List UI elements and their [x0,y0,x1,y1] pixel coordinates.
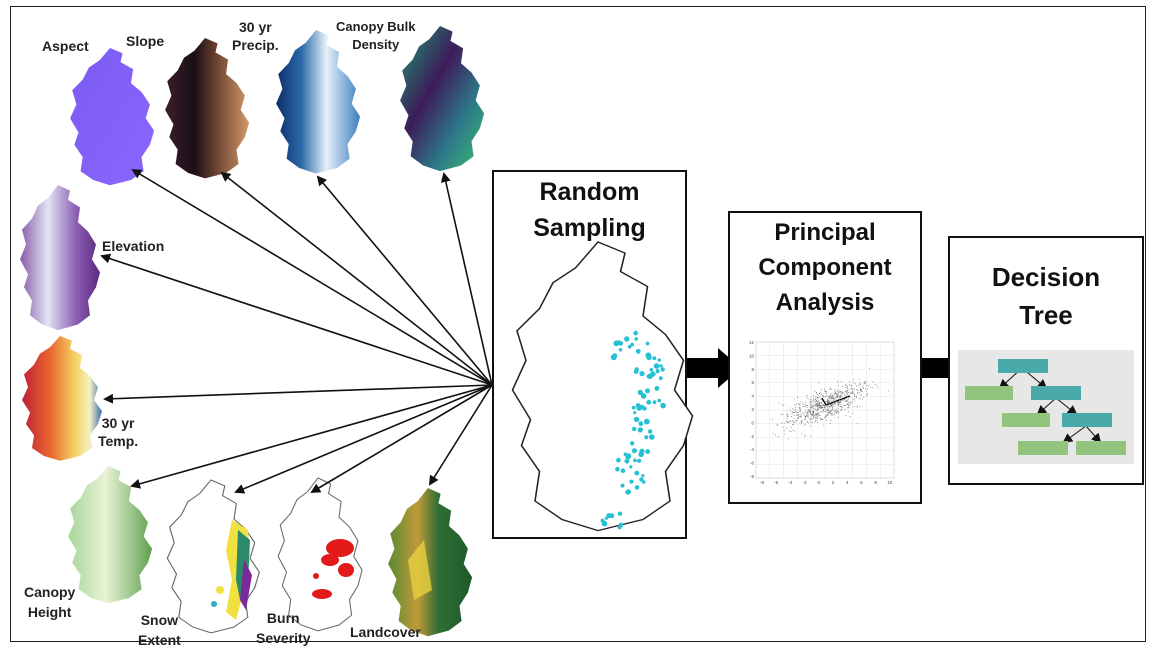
arrow-to-elevation [100,253,493,386]
label-canopy-bulk-density: Canopy Bulk Density [336,19,416,52]
arrow-to-canopy-height [130,384,493,489]
label-canopy-height: Canopy Height [24,584,76,620]
label-slope: Slope [126,33,165,49]
label-burn-severity: Burn Severity [256,610,311,646]
arrow-to-precip [316,175,493,386]
label-temp: 30 yr Temp. [98,415,139,449]
slope-map [165,38,250,179]
landcover-map [388,488,473,637]
label-landcover: Landcover [350,624,421,640]
figure-frame [10,6,1146,642]
arrow-to-slope [220,171,493,386]
arrow-to-temp [103,384,493,404]
random-sampling-box: Random Sampling [492,170,687,539]
arrow-sampling-to-pca [687,348,741,388]
decision-tree-box: Decision Tree [948,236,1144,485]
aspect-map [70,48,155,186]
label-snow-extent: Snow Extent [138,612,181,648]
decision-tree-title: Decision Tree [991,262,1101,330]
label-precip: 30 yr Precip. [232,19,279,53]
elevation-map [20,185,100,331]
arrow-to-snow [234,384,493,494]
arrows-to-maps [100,168,493,494]
snow-extent-map [166,479,260,634]
arrow-to-aspect [131,168,493,386]
pca-box: Principal Component Analysis [728,211,922,504]
temperature-map [22,336,102,461]
pca-title: Principal Component Analysis [758,219,892,316]
arrow-to-burn [310,384,493,494]
random-sampling-title: Random Sampling [533,178,646,242]
label-elevation: Elevation [102,238,165,254]
arrow-to-landcover [428,384,493,486]
burn-severity-map [277,477,363,632]
canopy-height-map [68,466,153,604]
arrow-to-canopy-bulk [440,172,493,386]
label-aspect: Aspect [42,38,89,54]
